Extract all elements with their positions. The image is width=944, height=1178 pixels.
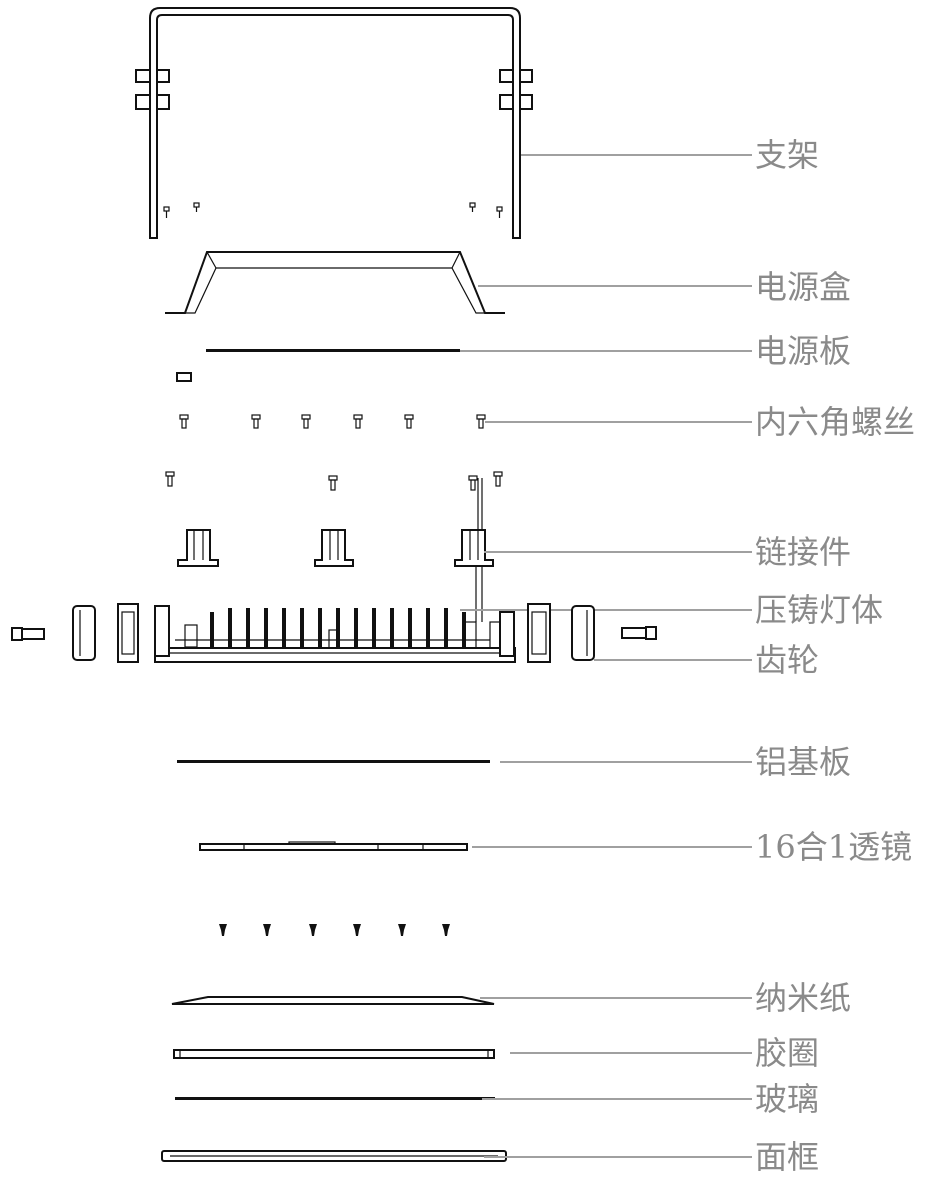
glass-part — [175, 1097, 495, 1100]
power-board-part — [206, 349, 460, 352]
aluminum-board-part — [177, 760, 490, 763]
nano-paper-part — [171, 996, 495, 1005]
label-face-frame: 面框 — [755, 1138, 819, 1176]
label-gasket: 胶圈 — [755, 1034, 819, 1072]
connector-part — [177, 478, 494, 622]
label-bracket: 支架 — [755, 136, 819, 174]
small-screws-part — [219, 924, 450, 936]
label-nano-paper: 纳米纸 — [755, 979, 851, 1017]
label-die-cast-body: 压铸灯体 — [755, 591, 883, 629]
label-hex-screw: 内六角螺丝 — [755, 403, 915, 441]
label-power-board: 电源板 — [755, 332, 851, 370]
label-aluminum-board: 铝基板 — [755, 743, 851, 781]
gear-part — [11, 603, 657, 663]
gasket-part — [173, 1049, 495, 1059]
label-lens: 16合1透镜 — [755, 828, 912, 866]
face-frame-part — [161, 1150, 507, 1162]
label-glass: 玻璃 — [755, 1080, 819, 1118]
die-cast-body-part — [154, 605, 516, 663]
power-box-part — [165, 251, 505, 314]
lens-part — [199, 841, 468, 851]
label-power-box: 电源盒 — [755, 268, 851, 306]
label-gear: 齿轮 — [755, 641, 819, 679]
bracket-part — [135, 7, 533, 239]
label-connector: 链接件 — [755, 533, 851, 571]
hex-screws-part — [165, 372, 503, 491]
